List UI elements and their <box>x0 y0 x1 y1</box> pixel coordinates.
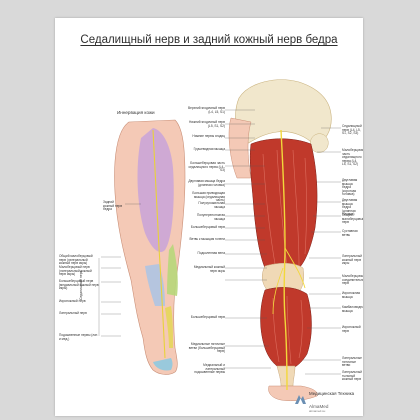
femur-head <box>310 133 329 153</box>
label-m13: Медиальный кожный нерв икры <box>193 265 225 273</box>
label-m7: Большая приводящая мышца (седалищная час… <box>192 191 225 203</box>
label-m14: Большеберцовый нерв <box>190 315 225 319</box>
brand-sub: AlmaMed <box>309 404 329 409</box>
label-m6: Двуглавая мышца бедра (длинная головка) <box>188 179 225 187</box>
label-fibular-communic: Малоберцовый нерв (латеральный кожный не… <box>59 265 92 277</box>
right-leg-anatomy <box>228 79 332 402</box>
label-r8: Малоберцовый соединительный нерв <box>342 274 363 286</box>
label-m1: Верхний ягодичный нерв (L4, L5, S1) <box>188 106 225 114</box>
hip-skin <box>228 117 252 179</box>
label-m11: Ветвь к мышцам голени <box>189 237 225 241</box>
label-post-cut-femur: Задний кожный нерв бедра <box>103 200 123 212</box>
label-r13: Латеральный тыльный кожный нерв <box>342 370 362 382</box>
label-m9: Полуперепончатая мышца <box>196 213 225 221</box>
label-r1: Седалищный нерв (L4, L5, S1, S2, S3) <box>342 124 362 136</box>
label-sural: Икроножный нерв <box>59 299 86 303</box>
label-m15: Медиальные пяточные ветви (большеберцовы… <box>188 342 225 354</box>
tibial-branch <box>272 267 284 315</box>
label-plantar: Подошвенные нервы (лат. и мед.) <box>59 333 98 341</box>
label-r6: Суставная ветвь <box>342 229 358 237</box>
calf-muscle-stripes <box>272 295 303 365</box>
zone-plantar <box>153 358 173 371</box>
label-tibial: Большеберцовый нерв (медиальный кожный н… <box>59 279 99 291</box>
label-r7: Латеральный кожный нерв икры <box>342 254 362 266</box>
zone-lateral-calf <box>167 244 178 296</box>
label-m12: Подколенная вена <box>197 251 226 255</box>
label-r2: Малоберцовая часть седалищного нерва (L4… <box>342 148 363 167</box>
label-common-peroneal: Общий малоберцовый нерв (латеральный кож… <box>59 254 93 266</box>
label-m3: Нижние нервы ягодиц <box>192 134 225 138</box>
label-r5: Общий малоберцовый нерв <box>342 213 363 225</box>
thigh-muscle-stripes <box>262 149 307 269</box>
label-r11: Икроножный нерв <box>342 325 361 333</box>
label-m16: Медиальный и латеральный подошвенные нер… <box>194 363 225 375</box>
label-r10: Камбаловидная мышца <box>342 305 363 313</box>
label-r4: Двуглавая мышца бедра (длинная головка) <box>342 198 358 217</box>
label-m5: Большеберцовая часть седалищного нерва (… <box>188 161 225 173</box>
label-m2: Нижний ягодичный нерв (L5, S1, S2) <box>189 120 225 128</box>
brand-name: Медицинская Техника <box>309 391 355 396</box>
label-m10: Большеберцовый нерв <box>190 225 225 229</box>
label-m4: Грушевидная мышца <box>193 147 225 151</box>
label-fibular: Латеральный нерв <box>59 311 87 315</box>
left-sciatic-nerve <box>152 129 166 359</box>
poster-title: Седалищный нерв и задний кожный нерв бед… <box>80 34 338 46</box>
leader-lines <box>98 109 341 375</box>
anatomy-figure <box>98 79 341 402</box>
zone-sural <box>165 306 173 348</box>
ankle-tendon <box>276 365 296 387</box>
innervation-title: Иннервация кожи <box>117 110 155 115</box>
label-r3: Двуглавая мышца бедра (короткая головка) <box>342 178 358 197</box>
left-leg-skin-map <box>114 119 186 375</box>
peroneal-branch <box>284 247 306 289</box>
right-sciatic-nerve <box>280 129 288 391</box>
brand-url: almamed.su <box>309 409 326 413</box>
poster: Седалищный нерв и задний кожный нерв бед… <box>55 18 363 416</box>
label-r12: Латеральные пяточные ветви <box>342 356 362 368</box>
zone-medial-calf <box>145 264 165 306</box>
label-m8: Полусухожильная мышца <box>198 201 225 209</box>
brand-logo-icon <box>295 395 306 404</box>
label-r9: Икроножная мышца <box>342 291 361 299</box>
